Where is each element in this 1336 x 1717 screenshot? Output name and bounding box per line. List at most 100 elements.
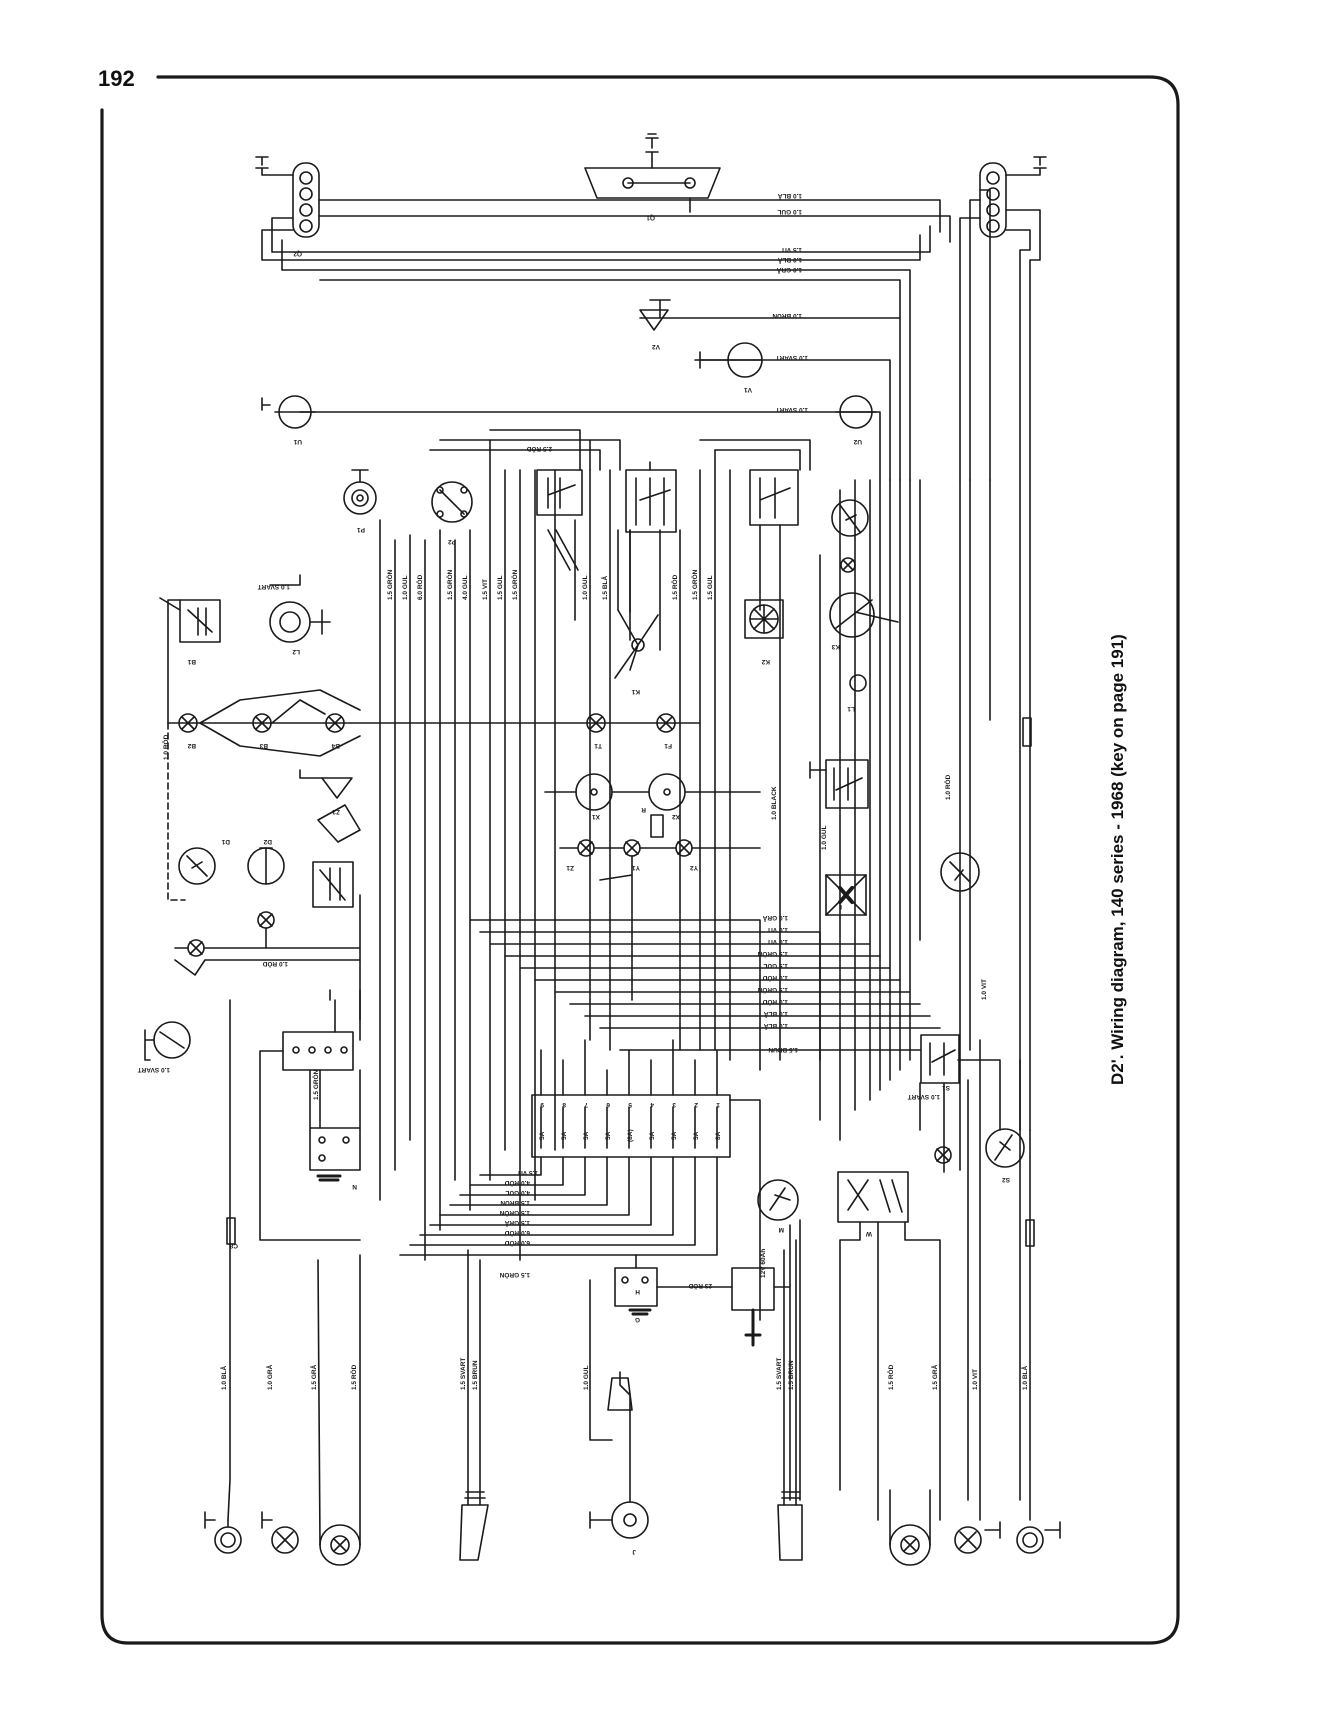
wiper-motor	[837, 1171, 909, 1223]
fuse-terminal: 7	[584, 1101, 588, 1108]
top-ground-symbols	[255, 133, 1047, 166]
fuse-rating: 8A	[715, 1131, 722, 1140]
wire-label: 1.0 GRÅ	[776, 266, 802, 275]
headlamp-row	[167, 599, 701, 901]
fuse-rating: 5A	[605, 1131, 612, 1140]
wire-label: 6.0 RÖD	[504, 1229, 530, 1238]
wire-label: 1.0 VIT	[981, 979, 988, 1000]
wire-label: 1.0 SVART	[138, 1066, 170, 1073]
relay-upper-2	[749, 469, 799, 526]
wire-label: 1.0 GUL	[821, 825, 828, 850]
component-code: M	[779, 1226, 784, 1233]
rear-lamp-6	[1016, 1521, 1061, 1554]
rear-lamp-5	[954, 1521, 1001, 1554]
combination-switch	[625, 461, 677, 533]
component-code: B3	[259, 742, 268, 749]
component-code: Y2	[690, 864, 698, 871]
warning-lamps-left	[174, 894, 361, 1041]
component-code: U1	[293, 438, 302, 445]
component-code: D2	[263, 838, 272, 845]
wire-label: 1.5 GRÖN	[499, 1271, 530, 1280]
wire-label: 1.5 GUL	[497, 575, 504, 600]
horn-left-1	[178, 847, 216, 885]
wire-label: 1.0 GRÅ	[762, 914, 788, 923]
wire-label: 1.5 GRÖN	[510, 569, 519, 600]
flasher-unit	[831, 499, 869, 537]
starter-relay	[282, 1031, 354, 1071]
wire-label: 23 RÖD	[688, 1282, 712, 1291]
component-code: Q1	[646, 214, 655, 221]
wire-label: 1.0 BLÅ	[763, 1022, 788, 1031]
warning-triangle-upper	[639, 309, 669, 331]
wire-label: 4.0 RÖD	[504, 1179, 530, 1188]
wire-label: 1.5 GRÖN	[445, 569, 454, 600]
component-code: D1	[221, 838, 230, 845]
left-lower-wires	[227, 989, 361, 1521]
distributor	[589, 1279, 649, 1539]
wire-label: 1.0 SVART	[776, 406, 808, 413]
component-code: X2	[672, 813, 680, 820]
wire-label: 1.0 GRÅ	[265, 1364, 274, 1390]
battery	[731, 1267, 775, 1347]
horn-bottom-left	[459, 1249, 489, 1561]
fuse-rating: 5A	[671, 1131, 678, 1140]
component-code: S2	[1002, 1176, 1010, 1183]
rear-lamp-3	[317, 1254, 361, 1566]
page-number: 192	[98, 66, 135, 91]
fuse-terminal: 9	[540, 1101, 544, 1108]
wire-label: 1.0 RÖD	[161, 734, 170, 760]
component-code: K1	[631, 688, 640, 695]
wire-label: 1.5 GRÖN	[499, 1209, 530, 1218]
rear-lamp-2	[261, 1511, 299, 1554]
wire-label: 1.0 RÖD	[762, 998, 788, 1007]
sender-upper-right	[699, 342, 763, 378]
wire-label: 2.5 RÖD	[526, 445, 552, 454]
wire-label: 1.5 GRÖN	[757, 986, 788, 995]
wire-label: 1.5 BRUN	[500, 1199, 530, 1206]
rear-lamp-4	[889, 1489, 931, 1566]
wire-label: 1.5 BRUN	[788, 1360, 795, 1390]
wire-label: 1.0 RÖD	[762, 974, 788, 983]
wire-label: 1.5 GRÅ	[504, 1219, 530, 1228]
instrument-cluster	[544, 773, 761, 1001]
wire-label: 1.0 SVART	[776, 354, 808, 361]
component-code: X1	[592, 813, 600, 820]
brake-light-switch	[985, 1128, 1025, 1168]
fuse-box-wires	[399, 1039, 761, 1321]
fuse-rating: 5A	[583, 1131, 590, 1140]
wire-label: 1.5 GRÖN	[311, 1069, 320, 1100]
wire-label: 1.5 VIT	[517, 1169, 538, 1176]
starter-motor-switch	[757, 1179, 799, 1221]
stop-lamp-switch-box	[825, 874, 867, 916]
wire-label: 1.5 RÖD	[349, 1364, 358, 1390]
component-code: L2	[292, 648, 300, 655]
component-code: B1	[187, 658, 196, 665]
wire-label: 6.0 RÖD	[504, 1239, 530, 1248]
wire-label: 1.0 VIT	[767, 926, 788, 933]
fuse-terminal: 1	[716, 1101, 720, 1108]
wire-label: 1.0 VIT	[767, 938, 788, 945]
wire-label: 1.0 BLÅ	[777, 192, 802, 201]
relay-upper-1	[536, 469, 583, 516]
wire-label: 1.5 GUL	[763, 962, 788, 969]
wire-label: 1.0 GUL	[583, 1365, 590, 1390]
wire-label: 1.0 BLÅ	[219, 1365, 228, 1390]
front-right-lamp-cluster	[979, 162, 1047, 238]
headlamp-dip-switch	[614, 529, 659, 679]
fuel-gauge-sender	[269, 574, 331, 643]
fuse-terminal: 6	[606, 1101, 610, 1108]
heater-fan	[744, 599, 784, 639]
wire-label: 1.5 SVART	[460, 1358, 467, 1390]
wire-label: 4.0 GUL	[462, 575, 469, 600]
wire-label: 1.5 GRÅ	[309, 1364, 318, 1390]
wire-label: 1.0 GUL	[582, 575, 589, 600]
wire-label: 1.0 BLACK	[771, 786, 778, 820]
component-code: S1	[942, 1084, 950, 1091]
fuse-rating: (8A)	[627, 1129, 634, 1142]
fuse-terminal: 8	[562, 1101, 566, 1108]
wire-label: 1.0 RÖD	[262, 960, 288, 969]
wire-label: 1.0 GUL	[402, 575, 409, 600]
inline-fuses	[226, 1217, 1035, 1247]
wire-label: 1.5 GRÖN	[385, 569, 394, 600]
